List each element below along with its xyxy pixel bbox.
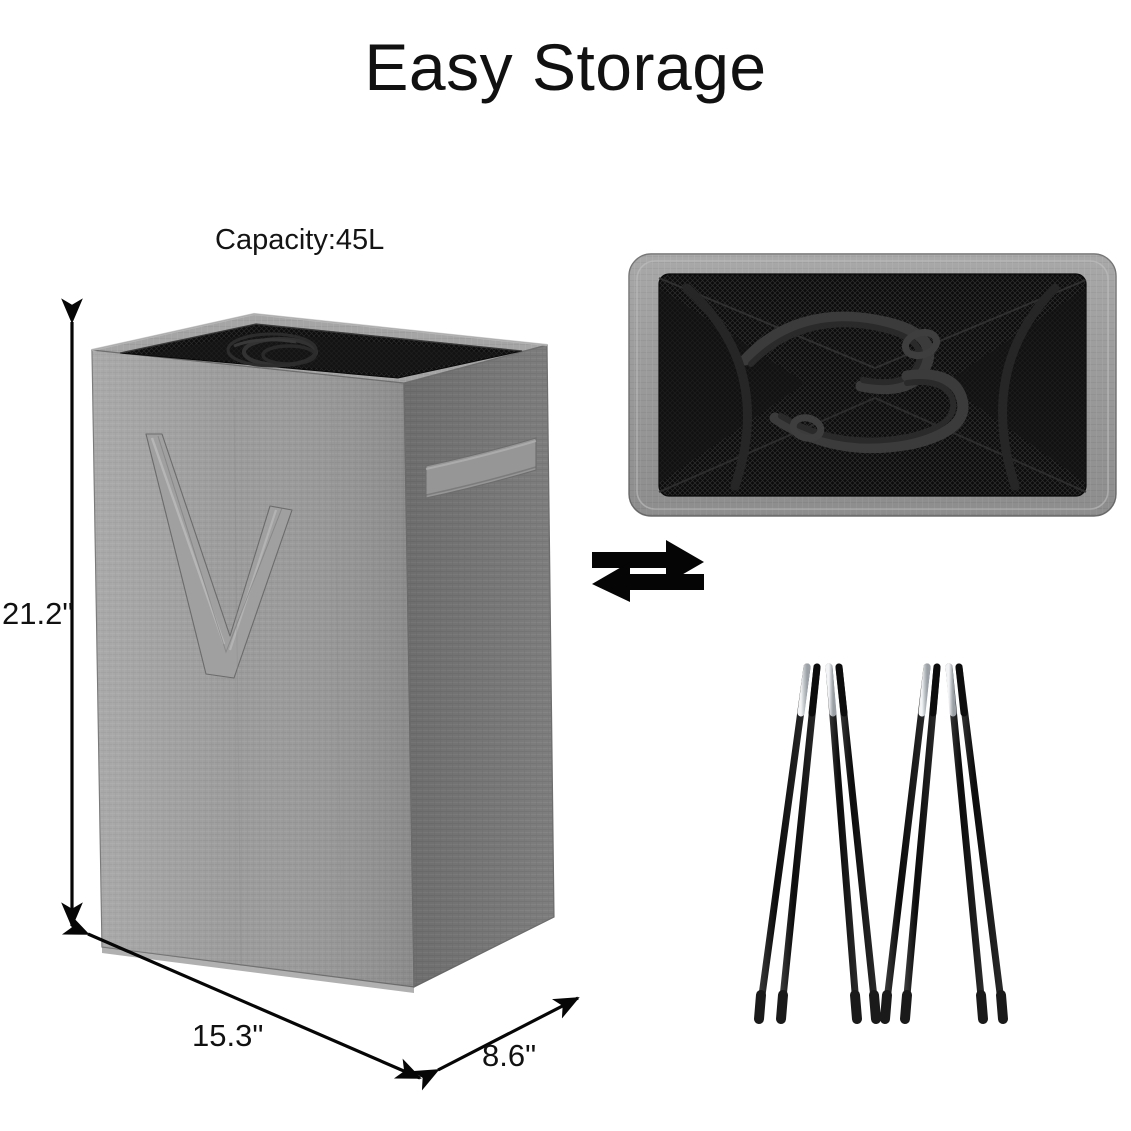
hamper-opening	[91, 312, 548, 384]
hamper-front-panel	[91, 349, 415, 988]
page-title: Easy Storage	[364, 30, 767, 104]
rod-group-2	[880, 663, 1008, 1024]
height-dimension-label: 21.2"	[2, 596, 74, 631]
support-rods-view	[745, 655, 1035, 1045]
interior-strap-coil	[226, 332, 318, 368]
hamper-side-panel	[403, 344, 555, 988]
upright-hamper-view	[84, 306, 564, 1006]
folded-mesh-creases	[658, 277, 1087, 493]
depth-dimension-label: 8.6"	[482, 1038, 537, 1073]
folded-strap-coils	[682, 283, 1060, 491]
rod-group-1	[754, 663, 881, 1024]
side-handle-strap	[425, 437, 537, 499]
width-dimension-label: 15.3"	[192, 1018, 264, 1053]
capacity-label: Capacity:45L	[215, 224, 385, 256]
front-carry-handle	[145, 433, 293, 679]
double-arrow-icon	[592, 540, 704, 602]
folded-hamper-top-view	[625, 248, 1120, 523]
